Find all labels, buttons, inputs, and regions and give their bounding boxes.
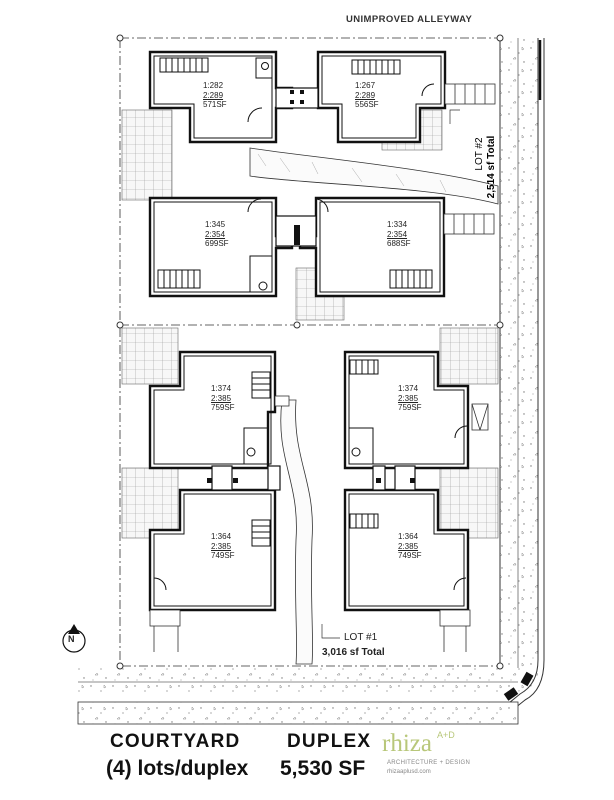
inner-walls bbox=[153, 55, 468, 607]
total-area: 5,530 SF bbox=[280, 757, 366, 780]
logo-wordmark: rhiza bbox=[382, 730, 432, 757]
sidewalk bbox=[77, 38, 545, 725]
unit-total-area: 699SF bbox=[205, 239, 229, 248]
unit-level1-area: 1:282 bbox=[203, 81, 224, 90]
firm-logo: rhiza A+D ARCHITECTURE + DESIGN rhizaapl… bbox=[382, 730, 502, 790]
unit-level1-area: 1:374 bbox=[211, 384, 232, 393]
lot2-label: LOT #2 bbox=[474, 137, 485, 171]
unit-label-4: 1:334 2:354 688SF bbox=[387, 220, 411, 249]
title-courtyard: COURTYARD bbox=[110, 731, 241, 752]
unit-label-7: 1:364 2:385 749SF bbox=[211, 532, 235, 561]
unit-total-area: 759SF bbox=[211, 403, 235, 412]
lot1-total: 3,016 sf Total bbox=[322, 647, 385, 658]
lot1-label: LOT #1 bbox=[344, 632, 378, 643]
unit-level2-area: 2:385 bbox=[398, 393, 419, 403]
unit-label-1: 1:282 2:289 571SF bbox=[203, 81, 227, 110]
unit-total-area: 759SF bbox=[398, 403, 422, 412]
lots-per-duplex: (4) lots/duplex bbox=[106, 757, 249, 780]
unit-level1-area: 1:345 bbox=[205, 220, 226, 229]
unit-level2-area: 2:289 bbox=[203, 90, 224, 100]
unit-level2-area: 2:354 bbox=[387, 229, 408, 239]
unit-total-area: 556SF bbox=[355, 100, 379, 109]
porches bbox=[149, 83, 496, 652]
unit-label-2: 1:267 2:289 556SF bbox=[355, 81, 379, 110]
unit-total-area: 749SF bbox=[211, 551, 235, 560]
title-duplex: DUPLEX bbox=[287, 731, 372, 752]
unit-level2-area: 2:385 bbox=[211, 393, 232, 403]
unit-label-5: 1:374 2:385 759SF bbox=[211, 384, 235, 413]
unit-level2-area: 2:289 bbox=[355, 90, 376, 100]
lot-leaders bbox=[321, 109, 460, 639]
unit-level1-area: 1:364 bbox=[398, 532, 419, 541]
alleyway-label: UNIMPROVED ALLEYWAY bbox=[346, 14, 473, 25]
property-line bbox=[119, 37, 501, 667]
unit-label-3: 1:345 2:354 699SF bbox=[205, 220, 229, 249]
unit-label-6: 1:374 2:385 759SF bbox=[398, 384, 422, 413]
lot2-total: 2,514 sf Total bbox=[486, 135, 497, 199]
unit-level1-area: 1:374 bbox=[398, 384, 419, 393]
column-markers bbox=[207, 90, 415, 483]
walkway bbox=[249, 147, 499, 665]
logo-url: rhizaaplusd.com bbox=[387, 769, 431, 775]
unit-level2-area: 2:354 bbox=[205, 229, 226, 239]
logo-tagline: ARCHITECTURE + DESIGN bbox=[387, 760, 471, 766]
link-passages bbox=[211, 87, 416, 491]
north-arrow-icon bbox=[62, 624, 86, 653]
north-label: N bbox=[68, 634, 75, 644]
unit-total-area: 688SF bbox=[387, 239, 411, 248]
unit-level2-area: 2:385 bbox=[211, 541, 232, 551]
unit-level1-area: 1:267 bbox=[355, 81, 376, 90]
corner-markers bbox=[116, 34, 504, 670]
unit-label-8: 1:364 2:385 749SF bbox=[398, 532, 422, 561]
unit-level2-area: 2:385 bbox=[398, 541, 419, 551]
unit-total-area: 571SF bbox=[203, 100, 227, 109]
logo-superscript: A+D bbox=[437, 730, 455, 740]
unit-total-area: 749SF bbox=[398, 551, 422, 560]
unit-level1-area: 1:334 bbox=[387, 220, 408, 229]
unit-level1-area: 1:364 bbox=[211, 532, 232, 541]
